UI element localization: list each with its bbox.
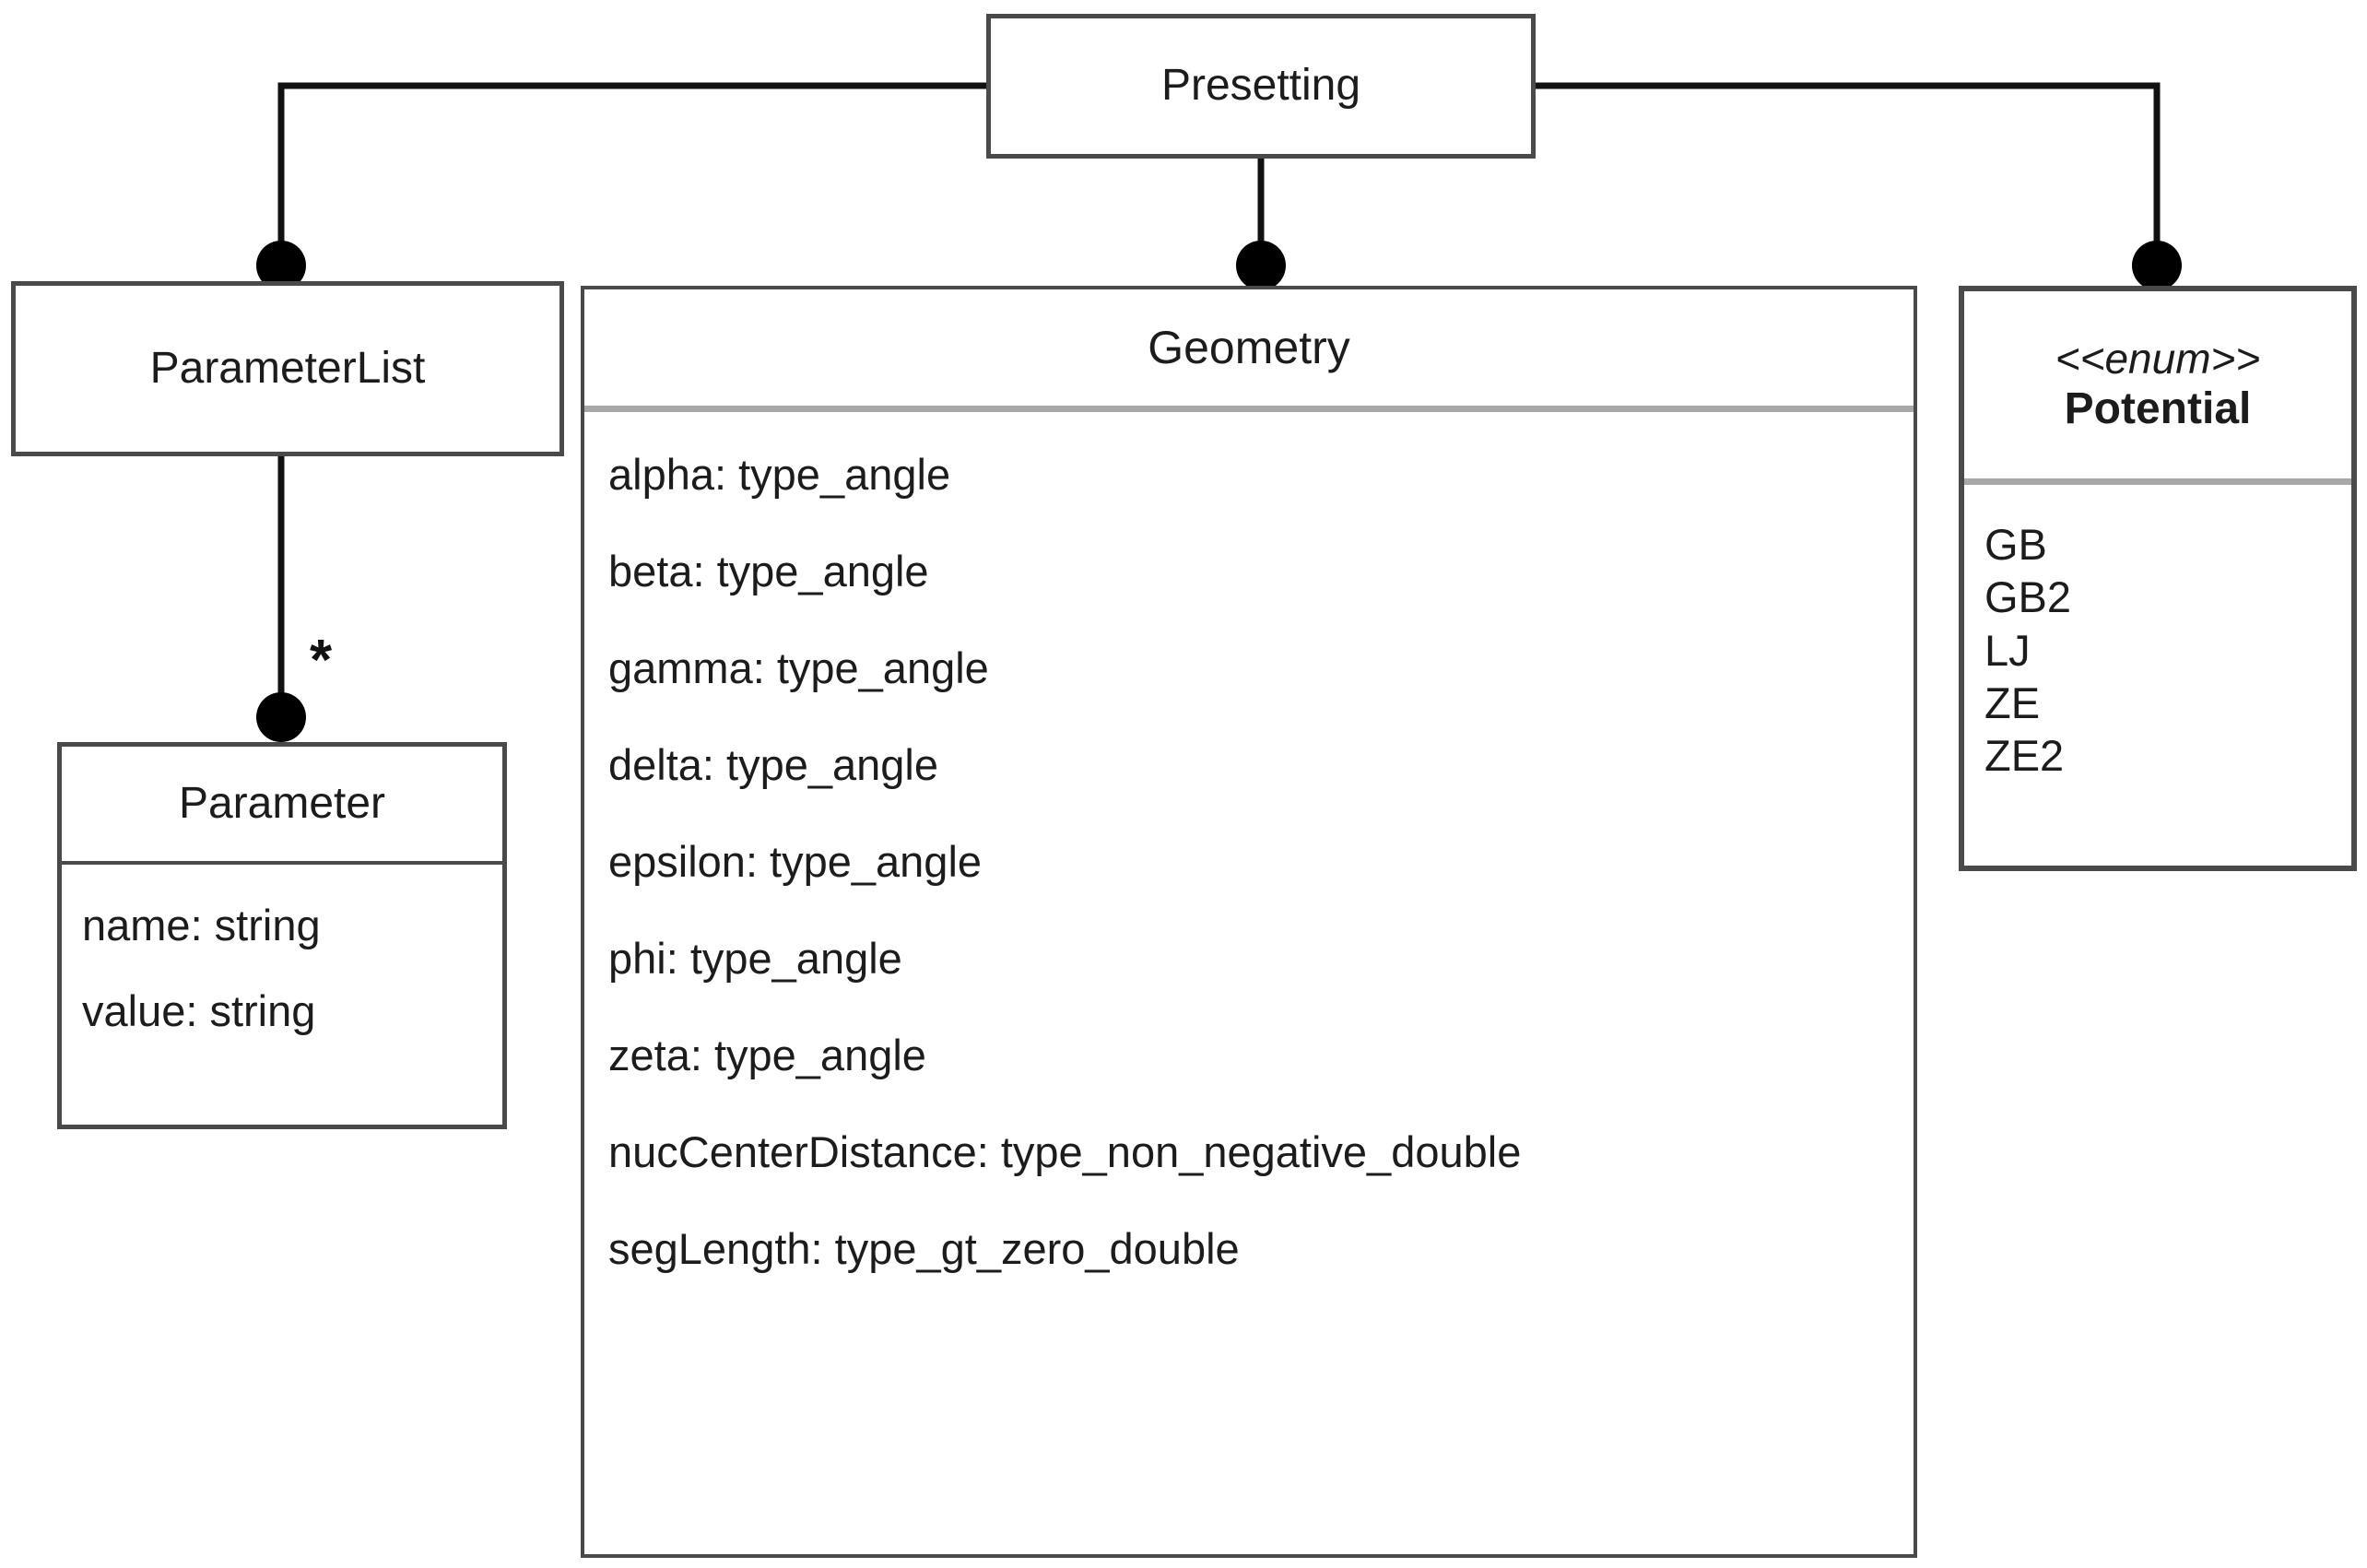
- stereotype-label-enum: <<enum>>: [2055, 335, 2261, 383]
- class-name-parameterlist: ParameterList: [149, 343, 426, 393]
- attribute-row: epsilon: type_angle: [608, 837, 983, 886]
- attribute-row: delta: type_angle: [608, 740, 939, 789]
- class-title-compartment-potential: <<enum>> Potential: [1964, 291, 2351, 478]
- attribute-compartment-geometry: alpha: type_angle beta: type_angle gamma…: [584, 412, 1914, 1554]
- class-title-compartment-parameter: Parameter: [62, 747, 502, 865]
- enum-value-row: GB: [1984, 520, 2047, 569]
- multiplicity-label-parameter: *: [310, 629, 333, 692]
- class-box-presetting[interactable]: Presetting: [986, 14, 1536, 159]
- attribute-row: phi: type_angle: [608, 934, 902, 983]
- edge-parameterlist-parameter: [256, 456, 306, 742]
- enum-value-row: ZE2: [1984, 731, 2065, 781]
- compartment-separator-geometry: [584, 406, 1914, 412]
- edge-presetting-potential: [1536, 82, 2182, 290]
- class-box-parameter[interactable]: Parameter name: string value: string: [57, 742, 507, 1129]
- attribute-row: segLength: type_gt_zero_double: [608, 1224, 1240, 1273]
- attribute-row: zeta: type_angle: [608, 1031, 926, 1079]
- attribute-row: gamma: type_angle: [608, 643, 989, 692]
- class-name-potential: Potential: [2064, 384, 2252, 434]
- enum-value-row: GB2: [1984, 572, 2072, 622]
- class-title-compartment-geometry: Geometry: [584, 289, 1914, 406]
- composition-dot-parameter: [256, 692, 306, 742]
- compartment-separator-potential: [1964, 478, 2351, 485]
- composition-dot-geometry: [1236, 241, 1286, 290]
- class-name-parameter: Parameter: [178, 778, 386, 828]
- class-box-potential[interactable]: <<enum>> Potential GB GB2 LJ ZE ZE2: [1959, 286, 2357, 871]
- class-name-geometry: Geometry: [1148, 321, 1350, 373]
- class-name-presetting: Presetting: [1160, 61, 1361, 111]
- class-box-geometry[interactable]: Geometry alpha: type_angle beta: type_an…: [581, 286, 1917, 1558]
- attribute-row: beta: type_angle: [608, 547, 929, 595]
- attribute-compartment-parameter: name: string value: string: [62, 865, 502, 1125]
- attribute-row: nucCenterDistance: type_non_negative_dou…: [608, 1127, 1522, 1176]
- composition-dot-potential: [2132, 241, 2182, 290]
- enum-value-row: ZE: [1984, 678, 2041, 727]
- attribute-row: alpha: type_angle: [608, 450, 951, 499]
- enum-value-row: LJ: [1984, 625, 2031, 675]
- attribute-row: name: string: [82, 901, 321, 949]
- attribute-row: value: string: [82, 986, 316, 1035]
- class-box-parameterlist[interactable]: ParameterList: [11, 281, 564, 456]
- edge-presetting-parameterlist: [256, 82, 986, 290]
- edge-presetting-geometry: [1236, 159, 1286, 290]
- enum-value-compartment-potential: GB GB2 LJ ZE ZE2: [1964, 485, 2351, 866]
